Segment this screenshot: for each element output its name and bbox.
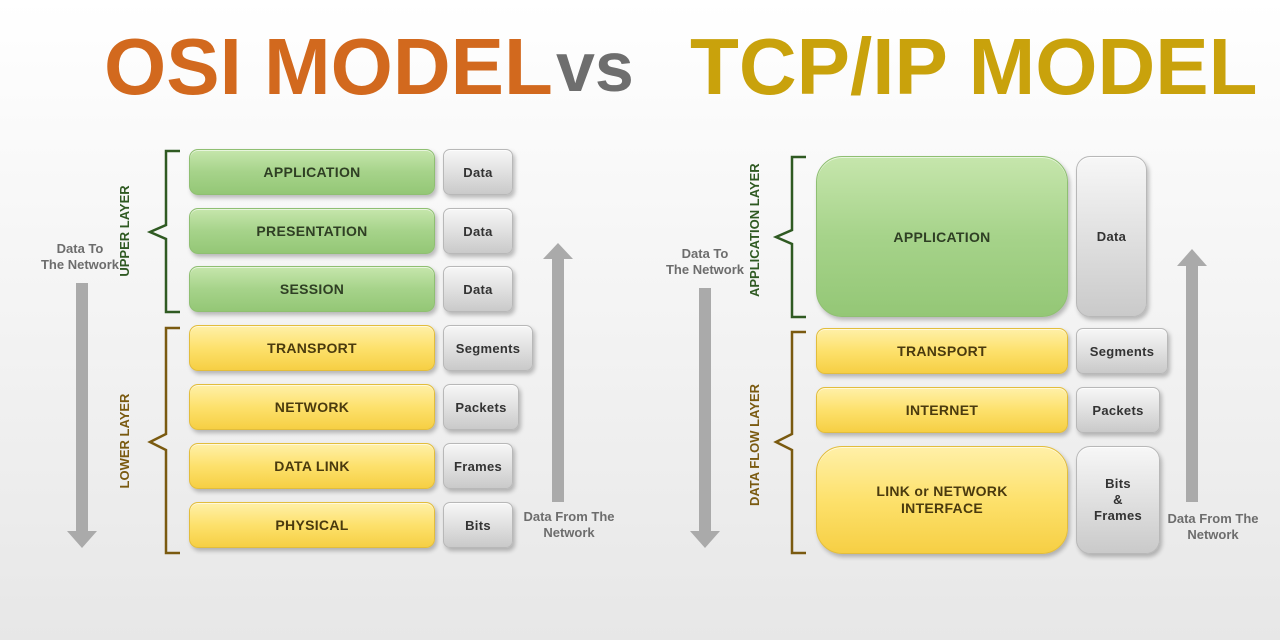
tcp-unit-link-line1: Bits <box>1105 476 1131 491</box>
tcp-layer-application: APPLICATION <box>816 156 1068 317</box>
osi-unit-presentation: Data <box>443 208 513 254</box>
osi-unit-data-link: Frames <box>443 443 513 489</box>
tcp-layer-link: LINK or NETWORK INTERFACE <box>816 446 1068 554</box>
osi-unit-network: Packets <box>443 384 519 430</box>
osi-lower-bracket <box>147 326 180 555</box>
tcp-up-text-line2: Network <box>1187 527 1239 542</box>
tcp-up-text-line1: Data From The <box>1167 511 1259 526</box>
osi-model-title: OSI MODEL <box>104 22 553 111</box>
tcp-down-text-line1: Data To <box>681 246 729 261</box>
tcp-layer-link-line1: LINK or NETWORK <box>876 483 1008 499</box>
tcp-down-arrow <box>690 288 720 548</box>
tcp-down-text-line2: The Network <box>665 262 744 277</box>
vs-label: vs <box>556 28 634 106</box>
osi-layer-network: NETWORK <box>189 384 435 430</box>
osi-upper-bracket <box>146 149 180 314</box>
tcp-up-text: Data From The Network <box>1158 511 1268 543</box>
osi-up-arrow <box>543 243 573 502</box>
tcp-layer-internet: INTERNET <box>816 387 1068 433</box>
lower-layer-label: LOWER LAYER <box>117 393 132 489</box>
tcp-unit-application: Data <box>1076 156 1147 317</box>
tcp-ip-model-title: TCP/IP MODEL <box>690 22 1258 111</box>
tcp-layer-transport: TRANSPORT <box>816 328 1068 374</box>
osi-layer-physical: PHYSICAL <box>189 502 435 548</box>
osi-unit-physical: Bits <box>443 502 513 548</box>
tcp-flow-bracket <box>773 330 806 555</box>
tcp-app-bracket <box>772 155 806 319</box>
osi-up-text-line2: Network <box>543 525 595 540</box>
osi-down-text-line2: The Network <box>40 257 119 272</box>
osi-layer-application: APPLICATION <box>189 149 435 195</box>
osi-layer-session: SESSION <box>189 266 435 312</box>
tcp-unit-internet: Packets <box>1076 387 1160 433</box>
osi-unit-application: Data <box>443 149 513 195</box>
osi-unit-session: Data <box>443 266 513 312</box>
tcp-up-arrow <box>1177 249 1207 502</box>
tcp-unit-link-line3: Frames <box>1093 508 1143 523</box>
osi-down-text-line1: Data To <box>56 241 104 256</box>
osi-down-text: Data To The Network <box>30 241 130 273</box>
osi-layer-presentation: PRESENTATION <box>189 208 435 254</box>
osi-layer-transport: TRANSPORT <box>189 325 435 371</box>
osi-layer-data-link: DATA LINK <box>189 443 435 489</box>
osi-up-text-line1: Data From The <box>523 509 615 524</box>
upper-layer-label: UPPER LAYER <box>117 185 132 277</box>
osi-up-text: Data From The Network <box>514 509 624 541</box>
osi-unit-transport: Segments <box>443 325 533 371</box>
tcp-layer-link-line2: INTERFACE <box>900 500 984 516</box>
tcp-unit-link-line2: & <box>1113 492 1123 507</box>
osi-down-arrow <box>67 283 97 548</box>
data-flow-layer-label: DATA FLOW LAYER <box>747 383 762 506</box>
tcp-unit-link: Bits & Frames <box>1076 446 1160 554</box>
tcp-unit-transport: Segments <box>1076 328 1168 374</box>
tcp-down-text: Data To The Network <box>655 246 755 278</box>
application-layer-label: APPLICATION LAYER <box>747 163 762 297</box>
